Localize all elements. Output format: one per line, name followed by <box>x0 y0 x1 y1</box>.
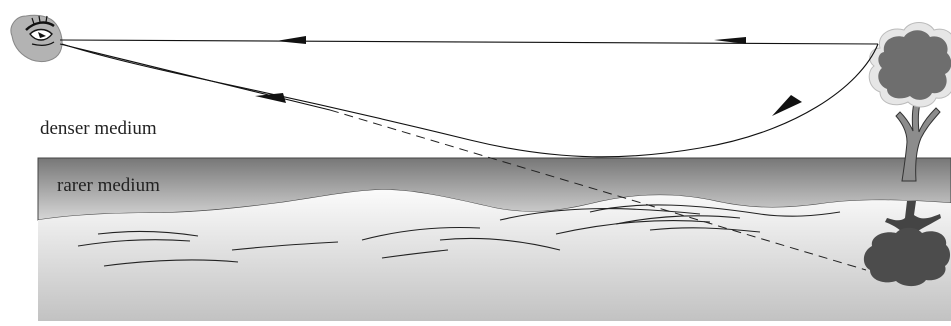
direct-ray-arrowhead <box>276 36 306 44</box>
tree-foliage <box>878 30 951 100</box>
tree-icon <box>869 23 951 182</box>
curved-ray <box>60 44 878 157</box>
sight-line <box>60 44 330 110</box>
curved-ray-arrowhead <box>772 95 802 116</box>
eye-icon <box>11 15 62 61</box>
curved-ray-path <box>62 44 878 157</box>
direct-ray-line <box>60 40 878 44</box>
direct-ray <box>60 36 878 44</box>
inverted-foliage <box>864 228 950 286</box>
denser-medium-label: denser medium <box>40 119 157 138</box>
rarer-medium-label: rarer medium <box>57 176 160 195</box>
